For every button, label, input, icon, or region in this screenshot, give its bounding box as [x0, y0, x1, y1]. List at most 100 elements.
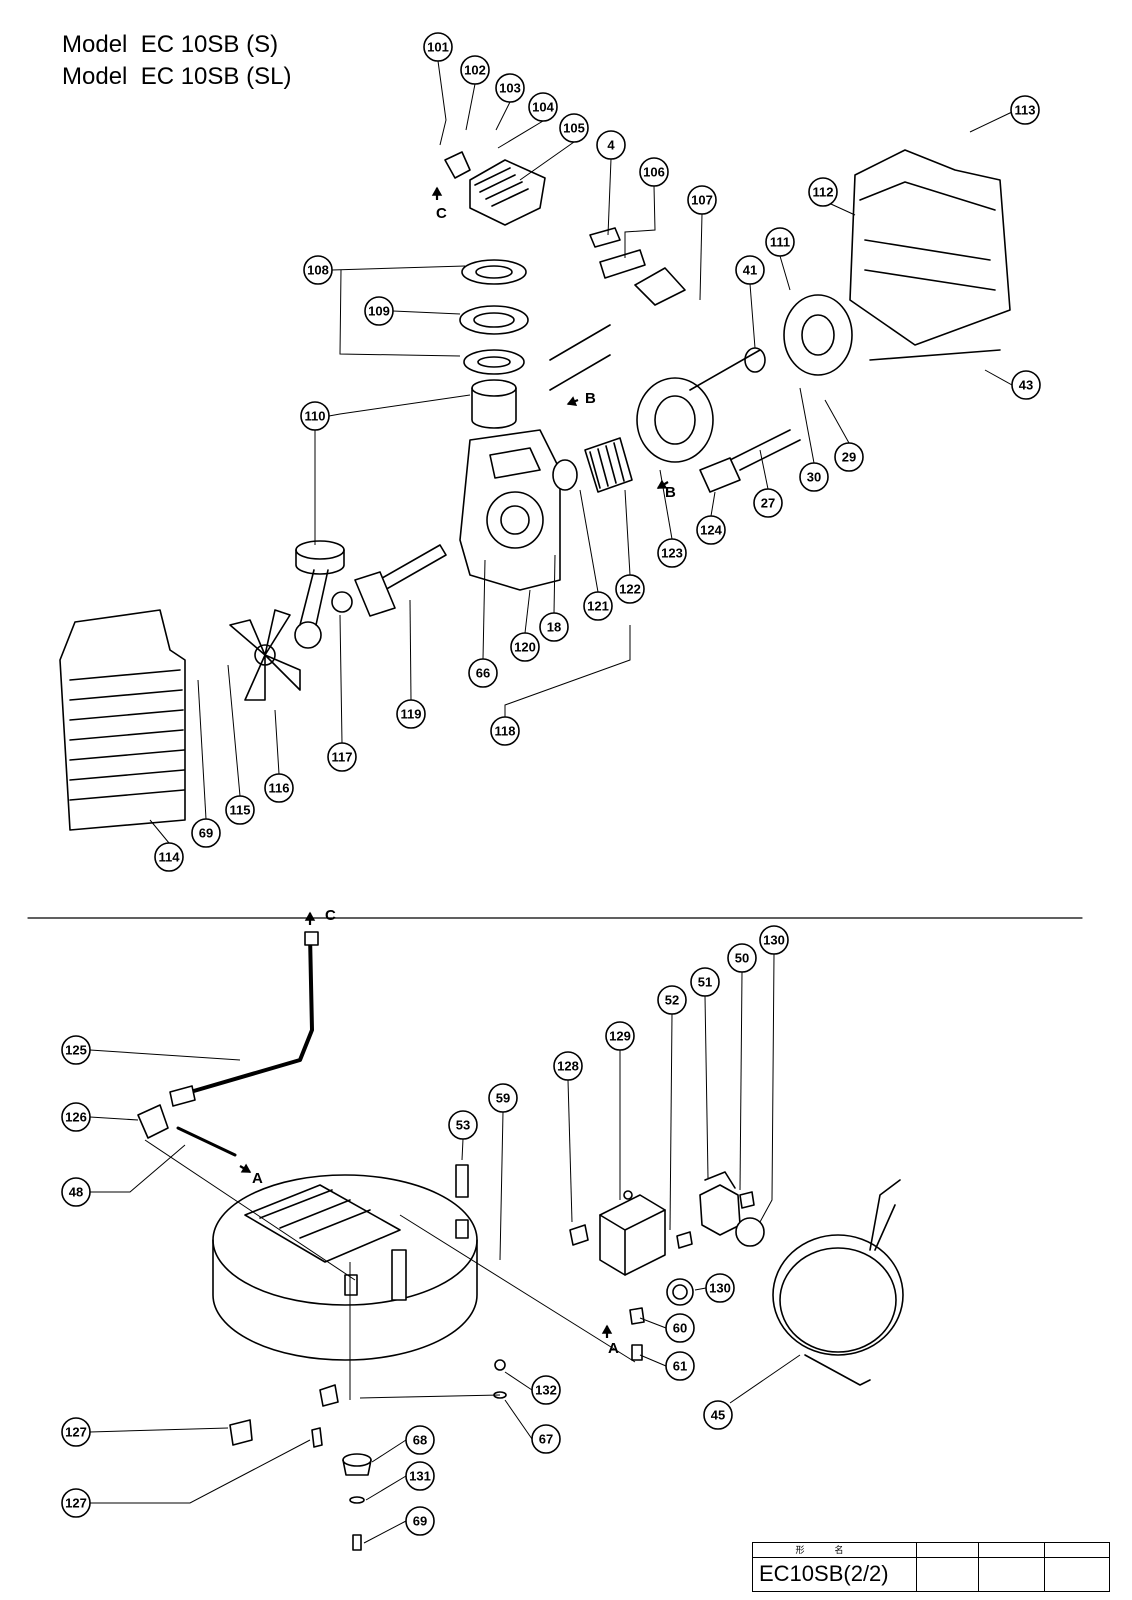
callout-circle: [687, 185, 717, 215]
leader-line: [274, 709, 280, 775]
part-callout: 127: [61, 1417, 91, 1447]
power-cord: [772, 1179, 904, 1386]
leader-line: [567, 1079, 573, 1223]
callout-circle: [539, 612, 569, 642]
part-callout: 112: [808, 177, 838, 207]
part-callout: 41: [735, 255, 765, 285]
callout-circle: [264, 773, 294, 803]
part-callout: 114: [154, 842, 184, 872]
leader-line: [482, 559, 486, 660]
leader-line: [89, 1427, 229, 1433]
part-callout: 118: [490, 716, 520, 746]
terminal-block: [589, 227, 686, 306]
leader-line: [359, 1394, 501, 1399]
leader-line: [624, 185, 656, 258]
part-callout: 18: [539, 612, 569, 642]
part-callout: 107: [687, 185, 717, 215]
leader-line: [331, 265, 466, 271]
callout-circle: [327, 742, 357, 772]
leader-line: [339, 614, 343, 744]
leader-line: [739, 971, 743, 1191]
callout-number: 101: [427, 40, 449, 55]
callout-circle: [696, 515, 726, 545]
callout-number: 18: [547, 620, 561, 635]
leader-line: [799, 387, 815, 464]
leader-line: [553, 554, 556, 614]
callout-circle: [665, 1351, 695, 1381]
arrow-head: [431, 186, 443, 196]
leader-line: [524, 589, 531, 634]
leader-line: [371, 1439, 407, 1463]
callout-number: 52: [665, 993, 679, 1008]
callout-number: 128: [557, 1059, 579, 1074]
crankshaft: [331, 544, 447, 617]
leader-line: [639, 1354, 667, 1367]
callout-number: 61: [673, 1359, 687, 1374]
callout-circle: [765, 227, 795, 257]
callout-circle: [735, 255, 765, 285]
callout-circle: [61, 1417, 91, 1447]
callout-circle: [1010, 95, 1040, 125]
callout-number: 43: [1019, 378, 1033, 393]
part-callout: 103: [495, 73, 525, 103]
callout-number: 130: [709, 1281, 731, 1296]
callout-circle: [808, 177, 838, 207]
callout-circle: [61, 1488, 91, 1518]
callout-number: 122: [619, 582, 641, 597]
part-callout: 126: [61, 1102, 91, 1132]
leader-line: [669, 1013, 673, 1231]
callout-circle: [405, 1425, 435, 1455]
through-bolt: [869, 349, 1001, 361]
leader-line: [339, 269, 461, 357]
callout-number: 121: [587, 599, 609, 614]
callout-circle: [531, 1424, 561, 1454]
part-callout: 52: [657, 985, 687, 1015]
leader-line: [90, 1144, 186, 1193]
part-callout: 128: [553, 1051, 583, 1081]
arrow-label-c-top: C: [436, 205, 447, 222]
callout-number: 124: [700, 523, 722, 538]
callout-circle: [559, 113, 589, 143]
leader-line: [461, 1138, 464, 1161]
part-callout: 69: [405, 1506, 435, 1536]
part-callout: 120: [510, 632, 540, 662]
model-title-line-1: Model EC 10SB (S): [62, 31, 279, 58]
leader-line: [759, 449, 769, 490]
arrow-label-a-right: A: [608, 1340, 619, 1357]
callout-circle: [727, 943, 757, 973]
callout-number: 114: [159, 850, 181, 865]
cooling-fan: [229, 609, 301, 701]
callout-number: 119: [401, 707, 422, 722]
leader-line: [90, 1439, 311, 1504]
leader-line: [759, 953, 775, 1223]
part-callout: 48: [61, 1177, 91, 1207]
callout-circle: [468, 658, 498, 688]
leader-line: [984, 369, 1013, 386]
leader-line: [227, 664, 241, 797]
part-callout: 68: [405, 1425, 435, 1455]
callout-number: 123: [661, 546, 683, 561]
part-callout: 109: [364, 296, 394, 326]
callout-circle: [605, 1021, 635, 1051]
title-block-model: EC10SB(2/2): [759, 1561, 889, 1586]
callout-number: 104: [532, 100, 554, 115]
callout-number: 112: [813, 185, 834, 200]
callout-circle: [639, 157, 669, 187]
cylinder-head: [444, 151, 546, 226]
leader-line: [149, 819, 170, 844]
pressure-gauge: [666, 1278, 694, 1306]
elbow-fitting: [137, 1104, 169, 1139]
leader-line: [495, 101, 511, 131]
part-callout: 61: [665, 1351, 695, 1381]
callout-circle: [488, 1083, 518, 1113]
leader-line: [694, 1287, 707, 1291]
callout-number: 51: [698, 975, 712, 990]
callout-circle: [834, 442, 864, 472]
callout-circle: [405, 1461, 435, 1491]
leader-line: [197, 679, 207, 820]
pressure-switch: [569, 1190, 666, 1276]
arrow-label-c-lower: C: [325, 907, 336, 924]
callout-number: 59: [496, 1091, 510, 1106]
callout-number: 27: [761, 496, 775, 511]
callout-number: 68: [413, 1433, 427, 1448]
